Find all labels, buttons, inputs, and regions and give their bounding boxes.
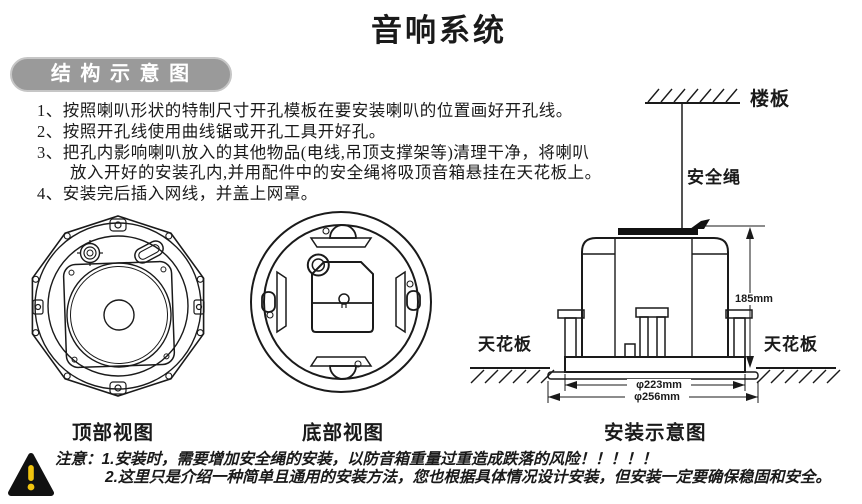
warning-triangle-icon (8, 453, 54, 496)
instruction-step: 1、按照喇叭形状的特制尺寸开孔模板在要安装喇叭的位置画好开孔线。 (37, 101, 573, 120)
notes-label: 注意： (55, 451, 102, 468)
octagon-ring-segments (276, 237, 406, 367)
hanger-bracket (618, 228, 698, 235)
woofer-assembly (62, 260, 176, 369)
floor-slab-hatching (647, 88, 738, 103)
keyhole-outer (306, 253, 330, 277)
enclosure-seams (582, 239, 728, 357)
page-title: 音响系统 (371, 13, 507, 48)
cone-edge (70, 266, 168, 364)
port-slot (134, 240, 164, 264)
instruction-step: 2、按照开孔线使用曲线锯或开孔工具开好孔。 (37, 121, 386, 141)
back-inner-circle (263, 224, 419, 380)
section-badge: 结 构 示 意 图 (10, 57, 232, 92)
bottom-clamp-tab (109, 381, 127, 395)
instruction-list: 1、按照喇叭形状的特制尺寸开孔模板在要安装喇叭的位置画好开孔线。 2、按照开孔线… (37, 101, 602, 205)
trim-ring (547, 371, 759, 380)
speaker-outer-rim (31, 215, 205, 397)
caption-install-view: 安装示意图 (604, 422, 707, 444)
instruction-step-continuation: 放入开好的安装孔内,并用配件中的安全绳将吸顶音箱悬挂在天花板上。 (70, 163, 602, 183)
mounting-clamps (261, 224, 421, 380)
ceiling-label-right: 天花板 (764, 335, 818, 354)
keyhole-inner (311, 258, 326, 272)
mounting-flange (564, 356, 746, 373)
instruction-step: 4、安装完后插入网线，并盖上网罩。 (37, 184, 318, 204)
mounting-ring (47, 235, 189, 377)
ceiling-hatching (470, 369, 841, 384)
back-outer-circle (250, 211, 432, 393)
ceiling-clamps (557, 307, 753, 358)
top-view-diagram (31, 215, 205, 397)
outer-diameter-label: φ256mm (625, 391, 689, 403)
bottom-view-diagram (250, 211, 432, 393)
side-bracket-left (32, 299, 44, 315)
tweeter (77, 240, 103, 266)
rope-hook (690, 219, 710, 229)
ceiling-label-left: 天花板 (478, 335, 532, 354)
clamp-screws (266, 227, 414, 368)
side-bracket-right (193, 299, 205, 315)
rim-inner-circle (34, 222, 202, 390)
enclosure-body (581, 237, 729, 358)
magnet-terminal-block (306, 253, 374, 333)
caption-top-view: 顶部视图 (72, 422, 155, 444)
safety-rope-label: 安全绳 (687, 168, 741, 187)
installation-diagram (470, 88, 841, 403)
screw-holes (32, 232, 204, 380)
notes-line-1: 注意：1.安装时，需要增加安全绳的安装，以防音箱重量过重造成跌落的风险！！！！！ (55, 451, 831, 469)
caption-bottom-view: 底部视图 (302, 422, 385, 444)
dust-cap (103, 299, 135, 331)
notes-block: 注意：1.安装时，需要增加安全绳的安装，以防音箱重量过重造成跌落的风险！！！！！… (55, 451, 831, 486)
instruction-step: 3、把孔内影响喇叭放入的其他物品(电线,吊顶支撑架等)清理干净，将喇叭 (37, 142, 590, 162)
cone-surround (66, 262, 172, 368)
notes-text-1: 1.安装时，需要增加安全绳的安装，以防音箱重量过重造成跌落的风险！！！！！ (101, 451, 657, 468)
floor-slab-label: 楼板 (750, 89, 791, 110)
height-dim-label: 185mm (733, 293, 775, 305)
notes-line-2: 2.这里只是介绍一种简单且通用的安装方法，您也根据具体情况设计安装，但安装一定要… (105, 468, 831, 486)
inner-diameter-label: φ223mm (627, 379, 691, 391)
top-clamp-tab (109, 218, 127, 232)
